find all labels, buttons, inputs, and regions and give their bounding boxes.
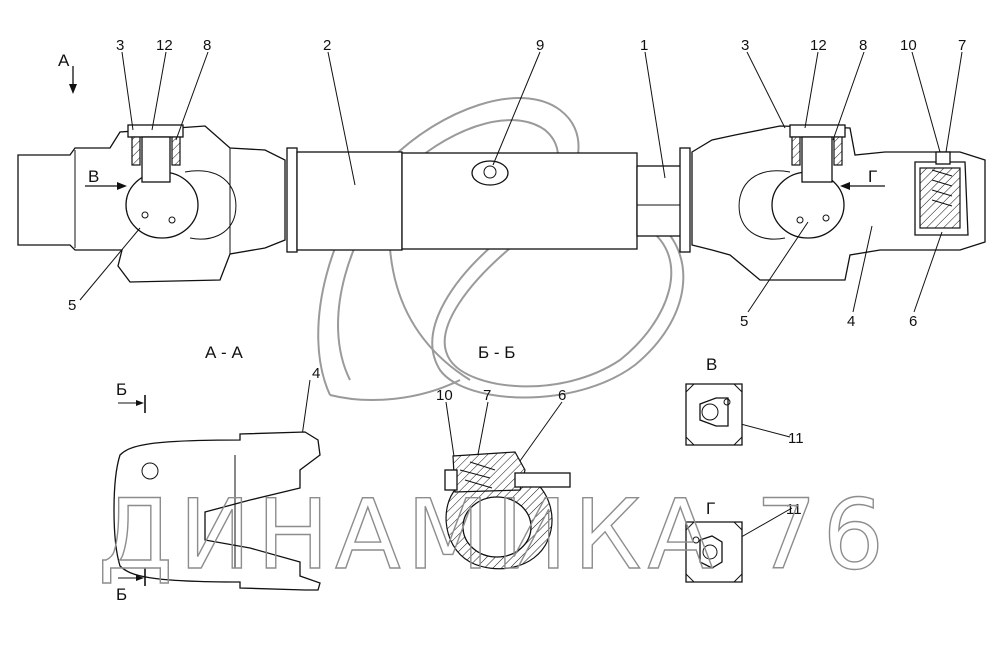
view-g-label: Г: [868, 167, 877, 186]
callout-6-main: 6: [909, 313, 917, 330]
cut-b-bottom-label: Б: [116, 585, 127, 604]
detail-v-label: В: [706, 355, 717, 374]
cut-line-b: Б Б: [116, 380, 146, 604]
callout-1: 1: [640, 37, 648, 54]
callout-10-bb: 10: [436, 387, 453, 404]
callout-3-right: 3: [741, 37, 749, 54]
shaft-section: [636, 165, 683, 237]
cut-b-top-label: Б: [116, 380, 127, 399]
tube-inner: [401, 152, 638, 250]
callout-3-left: 3: [116, 37, 124, 54]
callout-8-left: 8: [203, 37, 211, 54]
callout-12-right: 12: [810, 37, 827, 54]
right-yoke: [691, 124, 986, 281]
leader-lines: [79, 51, 963, 549]
section-title-aa: А - А: [205, 343, 243, 362]
view-arrow-v: В: [85, 167, 127, 190]
section-aa-yoke: [113, 431, 321, 591]
left-yoke: [17, 124, 286, 283]
callout-5-right: 5: [740, 313, 748, 330]
callout-11-v: 11: [788, 430, 804, 447]
callout-2: 2: [323, 37, 331, 54]
callout-12-left: 12: [156, 37, 173, 54]
section-bb-ring: [444, 451, 571, 570]
main-assembly: [17, 124, 986, 283]
callout-6-bb: 6: [558, 387, 566, 404]
callout-4-main: 4: [847, 313, 855, 330]
callout-9: 9: [536, 37, 544, 54]
detail-g-label: Г: [706, 499, 715, 518]
section-title-bb: Б - Б: [478, 343, 515, 362]
callout-7-bb: 7: [483, 387, 491, 404]
callout-4-section: 4: [312, 365, 320, 382]
callout-10-main: 10: [900, 37, 917, 54]
flange-ring-right: [679, 147, 691, 253]
callout-5-left: 5: [68, 297, 76, 314]
tube-outer: [296, 151, 403, 251]
callout-8-right: 8: [859, 37, 867, 54]
callout-11-g: 11: [786, 501, 802, 518]
grease-fitting-9: [471, 160, 509, 186]
callouts: 3 12 8 2 9 1 3 12 8 10 7 5 5 4 6 4 10 7 …: [68, 37, 966, 518]
view-arrow-a: А: [58, 51, 77, 94]
view-arrow-g: Г: [840, 167, 885, 190]
flange-ring-left: [286, 147, 298, 253]
detail-v-fitting: [685, 383, 743, 446]
view-a-label: А: [58, 51, 70, 70]
detail-g-fitting: [685, 521, 743, 583]
view-v-label: В: [88, 167, 99, 186]
callout-7-main: 7: [958, 37, 966, 54]
watermark-text: ДИНАМИКА 76: [98, 479, 890, 591]
